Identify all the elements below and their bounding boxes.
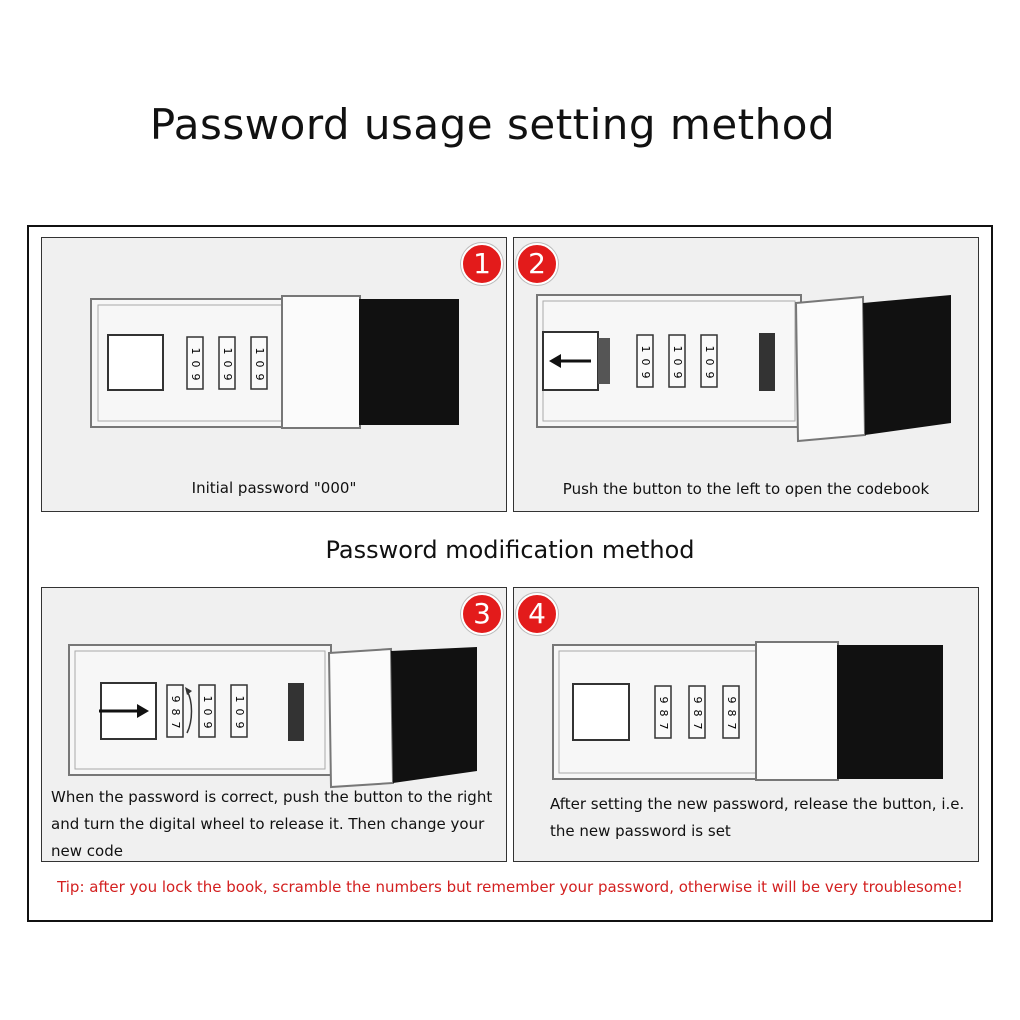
svg-text:7: 7 xyxy=(691,723,704,730)
code-wheel-new: 9 8 7 xyxy=(166,684,184,738)
section-subtitle: Password modification method xyxy=(325,536,695,564)
code-wheel: 1 0 9 xyxy=(668,334,686,388)
release-latch xyxy=(288,683,304,741)
caption-line: When the password is correct, push the b… xyxy=(51,788,493,806)
caption-line: and turn the digital wheel to release it… xyxy=(51,815,485,833)
svg-text:7: 7 xyxy=(725,723,738,730)
svg-text:1: 1 xyxy=(233,696,246,703)
step-3-badge: 3 xyxy=(461,593,503,635)
step-3-lock-illustration: 9 8 7 1 0 9 1 0 9 xyxy=(68,644,477,789)
svg-text:9: 9 xyxy=(657,697,670,704)
release-latch xyxy=(759,333,775,391)
step-2-caption: Push the button to the left to open the … xyxy=(562,480,930,498)
left-arrow-icon xyxy=(549,354,591,368)
lock-button xyxy=(107,334,164,391)
step-1-lock-illustration: 1 0 9 1 0 9 1 0 9 xyxy=(90,295,459,429)
svg-text:8: 8 xyxy=(691,710,704,717)
step-4-badge: 4 xyxy=(516,593,558,635)
svg-text:1: 1 xyxy=(703,346,716,353)
svg-text:0: 0 xyxy=(671,359,684,366)
svg-text:0: 0 xyxy=(233,709,246,716)
book-clasp xyxy=(327,647,395,789)
book-cover xyxy=(359,299,459,425)
code-wheel: 1 0 9 xyxy=(700,334,718,388)
svg-text:9: 9 xyxy=(725,697,738,704)
svg-text:0: 0 xyxy=(189,361,202,368)
svg-text:0: 0 xyxy=(639,359,652,366)
code-wheel: 1 0 9 xyxy=(198,684,216,738)
svg-text:9: 9 xyxy=(221,374,234,381)
svg-text:1: 1 xyxy=(189,348,202,355)
right-arrow-icon xyxy=(99,704,149,718)
svg-text:0: 0 xyxy=(253,361,266,368)
svg-text:9: 9 xyxy=(703,372,716,379)
book-cover xyxy=(863,295,951,435)
code-wheel: 1 0 9 xyxy=(218,336,236,390)
svg-text:1: 1 xyxy=(671,346,684,353)
step-4-caption: After setting the new password, release … xyxy=(550,791,970,845)
book-clasp xyxy=(794,295,867,443)
svg-text:0: 0 xyxy=(221,361,234,368)
svg-text:1: 1 xyxy=(639,346,652,353)
step-3-caption: When the password is correct, push the b… xyxy=(51,784,501,865)
svg-text:9: 9 xyxy=(201,722,214,729)
svg-text:7: 7 xyxy=(657,723,670,730)
step-2-badge: 2 xyxy=(516,243,558,285)
book-clasp xyxy=(281,295,361,429)
svg-text:8: 8 xyxy=(657,710,670,717)
caption-line: After setting the new password, release … xyxy=(550,795,965,813)
svg-text:1: 1 xyxy=(253,348,266,355)
caption-line: new code xyxy=(51,842,123,860)
book-clasp xyxy=(755,641,839,781)
caption-line: the new password is set xyxy=(550,822,731,840)
code-wheel: 1 0 9 xyxy=(250,336,268,390)
svg-text:9: 9 xyxy=(233,722,246,729)
svg-text:9: 9 xyxy=(253,374,266,381)
svg-text:1: 1 xyxy=(221,348,234,355)
svg-text:8: 8 xyxy=(169,709,182,716)
step-4-lock-illustration: 9 8 7 9 8 7 9 8 7 xyxy=(552,641,943,781)
step-1-caption: Initial password "000" xyxy=(191,479,357,497)
svg-text:8: 8 xyxy=(725,710,738,717)
code-wheel-new: 9 8 7 xyxy=(688,685,706,739)
code-wheel: 1 0 9 xyxy=(636,334,654,388)
svg-text:7: 7 xyxy=(169,722,182,729)
book-cover xyxy=(837,645,943,779)
svg-text:9: 9 xyxy=(671,372,684,379)
step-1-badge: 1 xyxy=(461,243,503,285)
svg-text:0: 0 xyxy=(703,359,716,366)
tip-text: Tip: after you lock the book, scramble t… xyxy=(57,878,963,896)
page-title: Password usage setting method xyxy=(149,100,836,149)
svg-text:0: 0 xyxy=(201,709,214,716)
svg-text:9: 9 xyxy=(189,374,202,381)
code-wheel: 1 0 9 xyxy=(230,684,248,738)
instruction-frame xyxy=(27,225,993,922)
book-cover xyxy=(391,647,477,783)
svg-text:9: 9 xyxy=(639,372,652,379)
code-wheel: 1 0 9 xyxy=(186,336,204,390)
svg-text:9: 9 xyxy=(169,696,182,703)
code-wheel-new: 9 8 7 xyxy=(722,685,740,739)
lock-button xyxy=(572,683,630,741)
svg-text:1: 1 xyxy=(201,696,214,703)
code-wheel-new: 9 8 7 xyxy=(654,685,672,739)
svg-text:9: 9 xyxy=(691,697,704,704)
step-2-lock-illustration: 1 0 9 1 0 9 1 0 9 xyxy=(536,294,951,443)
